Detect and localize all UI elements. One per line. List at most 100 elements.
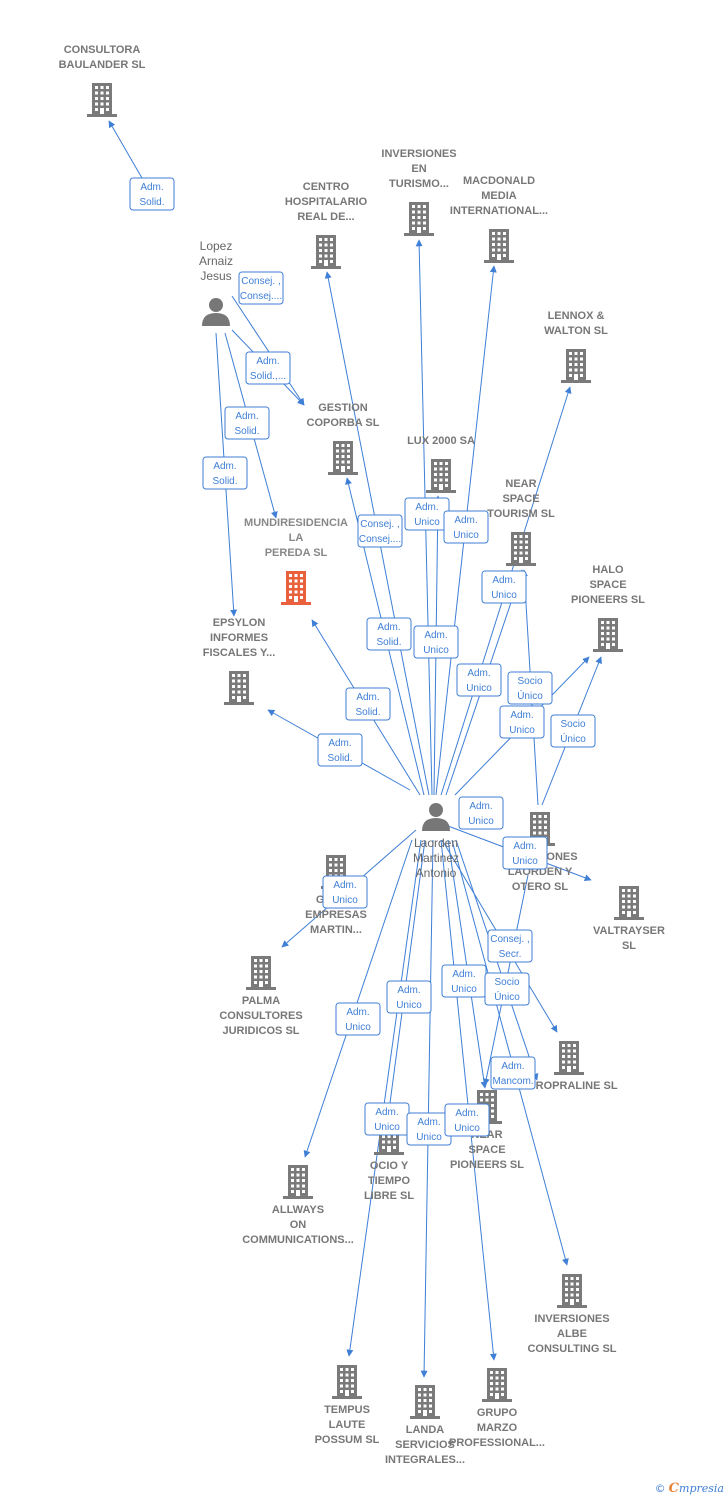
badge-text: Solid. [212, 476, 237, 487]
badge-box [481, 570, 527, 604]
badge-text: Consej. , [241, 276, 280, 287]
label-line: BAULANDER SL [59, 59, 146, 71]
company-node-macdonald[interactable]: MACDONALDMEDIAINTERNATIONAL... [450, 175, 548, 263]
company-node-lennox[interactable]: LENNOX &WALTON SL [544, 310, 608, 383]
label-line: INTEGRALES... [385, 1454, 465, 1466]
edge-role-badge[interactable]: Adm.Unico [404, 497, 450, 531]
label-line: VALTRAYSER [593, 925, 665, 937]
company-label: GRUPOMARZOPROFESSIONAL... [449, 1407, 545, 1449]
edge-role-badge[interactable]: Adm.Solid. [202, 456, 248, 490]
edge-role-badge[interactable]: Adm.Unico [499, 705, 545, 739]
badge-text: Solid. [376, 637, 401, 648]
edge-role-badge[interactable]: Consej. ,Secr. [487, 929, 533, 963]
edge-role-badge[interactable]: Adm.Unico [386, 980, 432, 1014]
label-line: MARTIN... [310, 924, 362, 936]
label-line: PALMA [242, 995, 280, 1007]
badge-box [507, 671, 553, 705]
label-line: INFORMES [210, 632, 268, 644]
badge-text: Socio [560, 719, 585, 730]
building-icon [224, 671, 254, 705]
edge-role-badge[interactable]: Adm.Unico [335, 1002, 381, 1036]
building-icon [557, 1274, 587, 1308]
company-node-europraline[interactable]: EUROPRALINE SL [520, 1041, 618, 1092]
edge-role-badge[interactable]: Adm.Unico [364, 1102, 410, 1136]
edge-role-badge[interactable]: Adm.Unico [322, 875, 368, 909]
edge-role-badge[interactable]: Adm.Unico [458, 796, 504, 830]
edge-laorden-to-landa [420, 839, 434, 1378]
label-line: Antonio [416, 866, 457, 880]
company-node-lux[interactable]: LUX 2000 SA [407, 435, 475, 493]
building-icon [410, 1385, 440, 1419]
edge-role-badge[interactable]: Adm. Unico [413, 625, 459, 659]
badge-box [245, 351, 291, 385]
building-icon [328, 441, 358, 475]
edge-role-badge[interactable]: Adm.Solid.,... [245, 351, 291, 385]
edge-role-badge[interactable]: Consej. ,Consej.... [238, 271, 284, 305]
company-node-allways[interactable]: ALLWAYSONCOMMUNICATIONS... [242, 1165, 354, 1246]
brand-name: mpresia [679, 1482, 724, 1495]
badge-text: Mancom. [492, 1076, 533, 1087]
badge-box [484, 972, 530, 1006]
building-icon [506, 532, 536, 566]
badge-text: Unico [332, 895, 358, 906]
badge-text: Adm. [424, 630, 447, 641]
edge-role-badge[interactable]: Adm.Unico [441, 964, 487, 998]
badge-text: Adm. [235, 411, 258, 422]
edge-role-badge[interactable]: Adm.Solid. [129, 177, 175, 211]
label-line: INTERNATIONAL... [450, 205, 548, 217]
label-line: SERVICIOS [395, 1439, 455, 1451]
badge-box [345, 687, 391, 721]
edge-role-badge[interactable]: Adm.Unico [444, 1103, 490, 1137]
label-line: SPACE [468, 1144, 505, 1156]
label-line: LAUTE [329, 1419, 366, 1431]
edge-role-badge[interactable]: Adm.Unico [443, 510, 489, 544]
badge-text: Unico [423, 645, 449, 656]
company-label: LUX 2000 SA [407, 435, 475, 447]
badge-text: Adm. [452, 969, 475, 980]
company-node-grupo_marzo[interactable]: GRUPOMARZOPROFESSIONAL... [449, 1368, 545, 1449]
company-node-landa[interactable]: LANDASERVICIOSINTEGRALES... [385, 1385, 465, 1466]
label-line: TURISMO... [389, 178, 449, 190]
edge-role-badge[interactable]: Consej. ,Consej.... [357, 514, 403, 548]
edge-role-badge[interactable]: Adm.Unico [456, 663, 502, 697]
edge-role-badge[interactable]: Adm.Unico [502, 836, 548, 870]
label-line: Lopez [200, 239, 233, 253]
edge-role-badge[interactable]: Adm.Unico [481, 570, 527, 604]
label-line: Martinez [413, 851, 459, 865]
label-line: GESTION [318, 402, 368, 414]
edge-role-badge[interactable]: Adm.Unico [406, 1112, 452, 1146]
company-node-inversiones_turismo[interactable]: INVERSIONESENTURISMO... [381, 148, 457, 236]
label-line: PIONEERS SL [571, 594, 645, 606]
edge-role-badge[interactable]: Adm.Solid. [345, 687, 391, 721]
label-line: GRUPO [477, 1407, 518, 1419]
company-label: LANDASERVICIOSINTEGRALES... [385, 1424, 465, 1466]
badge-text: Consej. , [490, 934, 529, 945]
edge-role-badge[interactable]: Adm.Solid. [224, 406, 270, 440]
company-label: INVERSIONESENTURISMO... [381, 148, 456, 190]
edge-role-badge[interactable]: Adm.Solid. [317, 733, 363, 767]
copyright-symbol: © [654, 1482, 666, 1495]
badge-text: Adm. [492, 575, 515, 586]
edge-role-badge[interactable]: Adm.Mancom. [490, 1056, 536, 1090]
label-line: TOURISM SL [487, 508, 555, 520]
building-icon [561, 349, 591, 383]
edge-role-badge[interactable]: Adm.Solid. [366, 617, 412, 651]
